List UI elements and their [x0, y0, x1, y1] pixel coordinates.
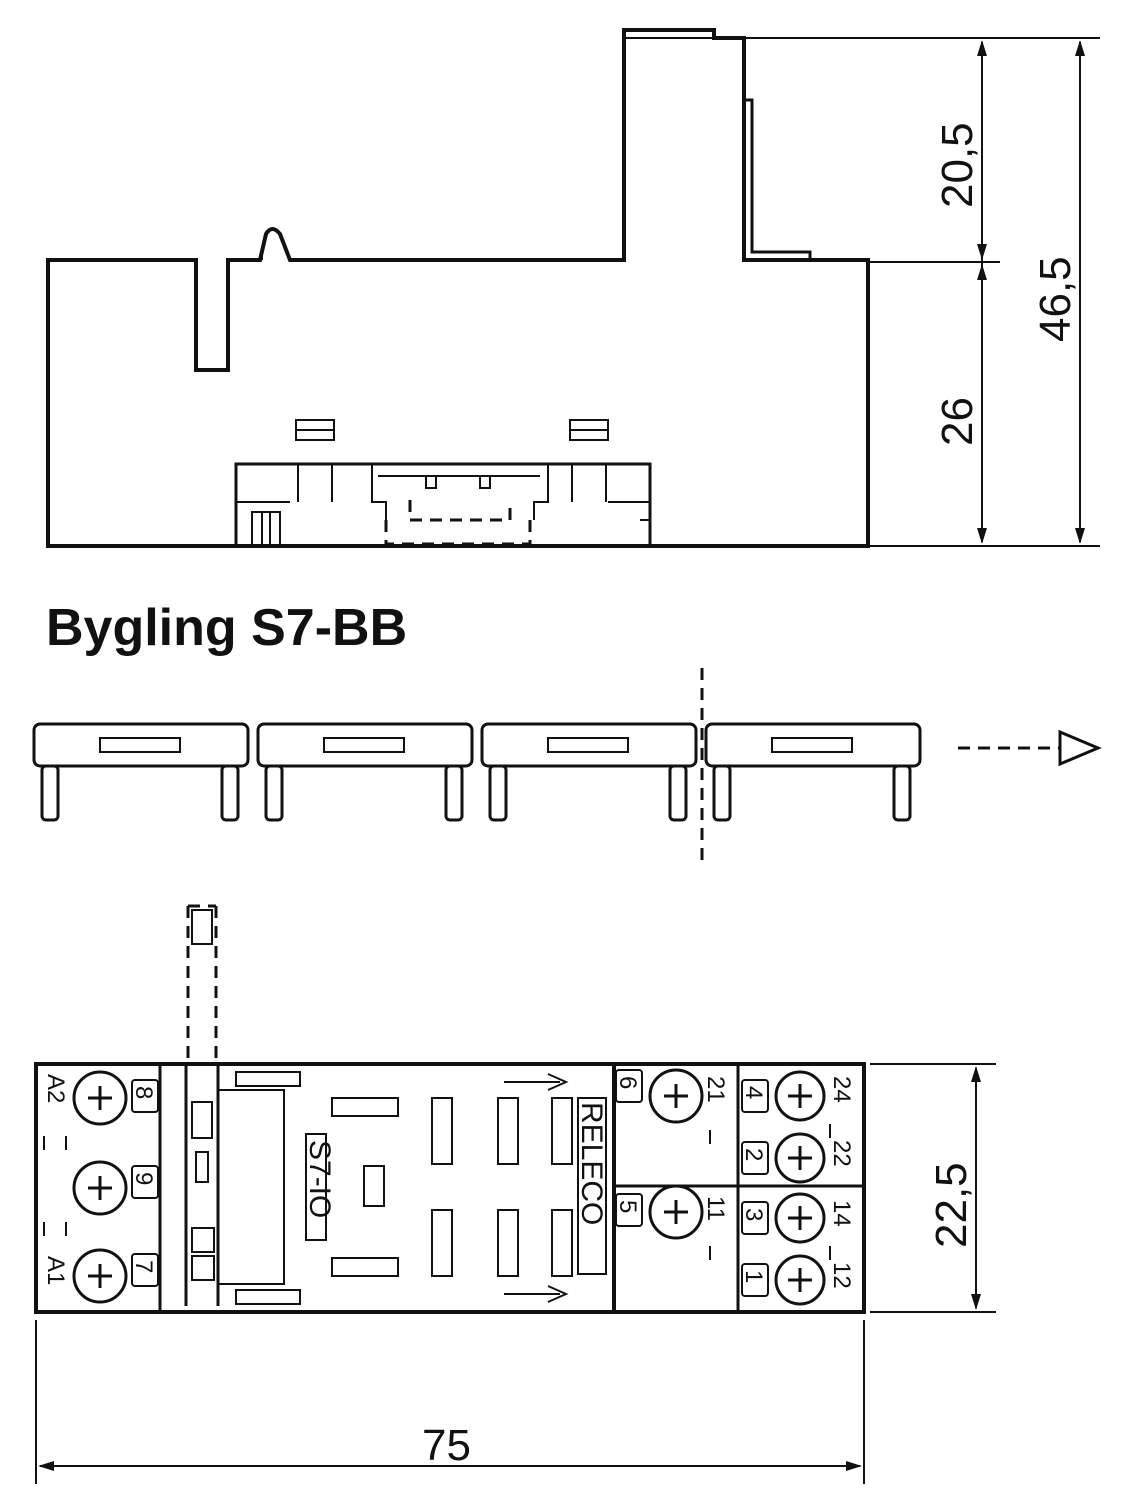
screw-terminal-12: [774, 1254, 826, 1306]
terminal-label-4: 4: [740, 1086, 767, 1099]
terminal-label-7: 7: [130, 1260, 157, 1273]
screw-terminal-21: [648, 1068, 704, 1124]
screw-terminal-22: [774, 1132, 826, 1184]
screw-terminal-a2: [72, 1070, 128, 1126]
screw-terminal-center: [72, 1160, 128, 1216]
terminal-label-6: 6: [614, 1076, 641, 1089]
terminal-label-14: 14: [828, 1200, 855, 1227]
terminal-label-3: 3: [740, 1208, 767, 1221]
terminal-label-2: 2: [740, 1148, 767, 1161]
dim-height-upper: 20,5: [933, 122, 982, 208]
bridge-segment: [704, 722, 922, 822]
screw-terminal-24: [774, 1070, 826, 1122]
terminal-label-a2: A2: [42, 1074, 69, 1103]
dim-length: 75: [422, 1421, 471, 1470]
terminal-label-9: 9: [130, 1172, 157, 1185]
arrow-right-icon: [1058, 729, 1102, 767]
screw-terminal-a1: [72, 1248, 128, 1304]
terminal-label-8: 8: [130, 1086, 157, 1099]
model-label: S7-IO: [303, 1140, 336, 1218]
terminal-label-22: 22: [828, 1140, 855, 1167]
dim-height-total: 46,5: [1031, 256, 1080, 342]
release-lever: [184, 904, 301, 1306]
terminal-label-11: 11: [702, 1196, 729, 1221]
terminal-label-21: 21: [702, 1076, 729, 1103]
side-view: [46, 28, 870, 548]
terminal-label-1: 1: [740, 1270, 767, 1283]
dim-width: 22,5: [927, 1162, 976, 1248]
bridge-view: [32, 668, 1102, 868]
screw-terminal-11: [648, 1184, 704, 1240]
terminal-label-a1: A1: [42, 1256, 69, 1285]
side-view-dimensions: 20,5 26 46,5: [746, 37, 1100, 547]
top-view: A2 A1 8 9 7 S7-IO: [34, 904, 866, 1314]
brand-label: RELECO: [575, 1102, 608, 1225]
bridge-segment: [32, 722, 250, 822]
bridge-segment: [480, 722, 698, 822]
screw-terminal-14: [774, 1192, 826, 1244]
bridge-segment: [256, 722, 474, 822]
terminal-label-12: 12: [828, 1262, 855, 1289]
diagram-title: Bygling S7-BB: [46, 599, 408, 657]
terminal-label-5: 5: [614, 1200, 641, 1213]
dim-height-lower: 26: [933, 397, 982, 446]
top-view-dimensions: 22,5 75: [35, 1063, 996, 1484]
terminal-label-24: 24: [828, 1076, 855, 1103]
